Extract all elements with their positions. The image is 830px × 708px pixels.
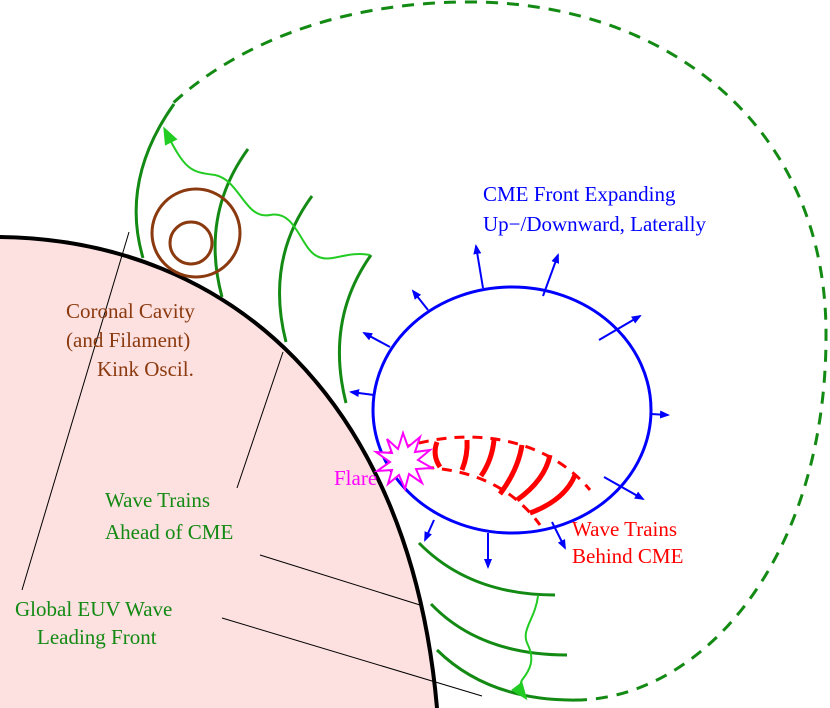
behind-label-line1: Wave Trains — [572, 517, 677, 541]
flare-icon — [372, 429, 436, 493]
wave-propagation-arrow-up — [163, 126, 371, 260]
label-pointer-lines — [21, 231, 483, 697]
cavity-label-line1: Coronal Cavity — [66, 299, 195, 323]
ahead-label-line2: Ahead of CME — [105, 520, 233, 544]
solar-limb — [0, 235, 439, 708]
coronal-cavity-outer — [150, 187, 242, 279]
wave-trains-ahead-upper — [134, 103, 373, 404]
wave-trains-ahead-lower — [417, 541, 581, 702]
cme-front — [371, 285, 653, 535]
cme-front-label-line1: CME Front Expanding — [483, 182, 676, 206]
flare-label: Flare — [334, 466, 377, 490]
euv-wave-dashed-front — [170, 0, 828, 702]
coronal-cavity-inner — [168, 220, 214, 266]
euv-label-line2: Leading Front — [37, 625, 157, 649]
cavity-label-line3: Kink Oscil. — [97, 357, 194, 381]
behind-label-line2: Behind CME — [572, 544, 683, 568]
sun-disk — [0, 237, 437, 708]
cme-front-label-line2: Up−/Downward, Laterally — [483, 212, 706, 236]
cavity-label-line2: (and Filament) — [66, 328, 190, 352]
wave-propagation-arrow-down — [510, 595, 539, 701]
euv-label-line1: Global EUV Wave — [15, 597, 172, 621]
cme-expansion-arrows — [349, 244, 670, 569]
ahead-label-line1: Wave Trains — [105, 488, 210, 512]
